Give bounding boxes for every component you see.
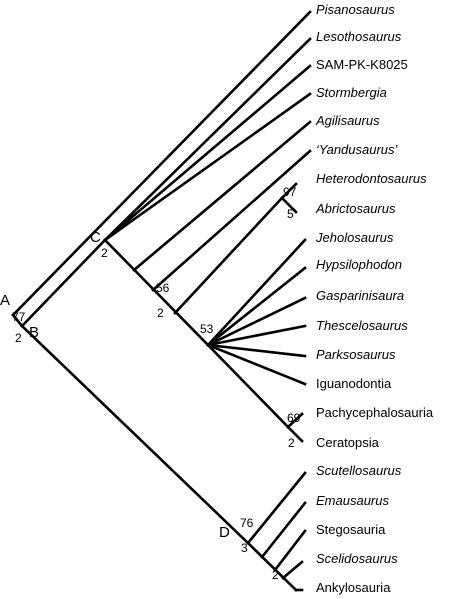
- support-value: 2: [101, 246, 108, 260]
- taxon-label: Iguanodontia: [316, 376, 392, 391]
- taxon-label: Pisanosaurus: [316, 2, 395, 17]
- taxon-label: Stegosauria: [316, 522, 386, 537]
- tree-branch: [206, 238, 307, 347]
- support-value: 3: [241, 541, 248, 555]
- tree-branch: [260, 501, 307, 559]
- taxon-label: Scutellosaurus: [316, 463, 402, 478]
- support-value: 76: [240, 516, 254, 530]
- taxon-label: Stormbergia: [316, 85, 387, 100]
- taxon-label: Parksosaurus: [316, 347, 396, 362]
- tree-branch: [281, 560, 304, 580]
- tree-branch: [103, 37, 312, 242]
- tree-branch: [273, 529, 307, 572]
- taxon-label: Emausaurus: [316, 493, 389, 508]
- taxon-label: Agilisaurus: [315, 113, 380, 128]
- taxon-label: Ankylosauria: [316, 580, 391, 595]
- taxon-label: Heterodontosaurus: [316, 171, 427, 186]
- tree-branch: [286, 425, 304, 443]
- tree-branch: [20, 238, 107, 328]
- tree-branches: [11, 10, 312, 592]
- tree-branch: [206, 324, 307, 347]
- tree-branch: [280, 182, 298, 200]
- taxon-label: Pachycephalosauria: [316, 405, 434, 420]
- support-value: 53: [200, 322, 214, 336]
- taxon-label: Hypsilophodon: [316, 257, 402, 272]
- tree-branch: [173, 196, 284, 315]
- taxon-label: Scelidosaurus: [316, 551, 398, 566]
- support-value: 77: [12, 310, 26, 324]
- tree-branch: [206, 343, 307, 358]
- support-value: 2: [157, 306, 164, 320]
- tree-branch: [280, 196, 298, 214]
- tree-branch: [206, 296, 307, 347]
- tree-branch: [11, 313, 24, 328]
- tree-branch: [206, 343, 307, 386]
- node-label-d: D: [219, 524, 230, 541]
- tree-branch: [246, 471, 307, 545]
- tree-branch: [103, 92, 312, 242]
- node-label-b: B: [29, 324, 39, 341]
- taxon-label: Gasparinisaura: [316, 288, 404, 303]
- support-value: 97: [283, 185, 297, 199]
- support-value: 2: [288, 436, 295, 450]
- tree-branch: [132, 120, 312, 272]
- tree-branch: [286, 412, 304, 429]
- support-value: 2: [15, 331, 22, 345]
- taxon-label: Ceratopsia: [316, 435, 380, 450]
- node-letters: A B C D: [0, 229, 230, 541]
- support-values: 77 2 2 56 2 53 97 5 69 2 76 3 2: [12, 185, 301, 582]
- taxon-label: ‘Yandusaurus’: [316, 142, 399, 157]
- support-value: 2: [272, 568, 279, 582]
- tree-branch: [20, 324, 250, 545]
- taxon-label: Thescelosaurus: [316, 318, 408, 333]
- taxon-label: Jeholosaurus: [315, 230, 394, 245]
- support-value: 5: [287, 207, 294, 221]
- tree-branch: [151, 149, 312, 292]
- tree-branch: [103, 238, 210, 347]
- node-label-c: C: [90, 229, 101, 246]
- tree-branch: [11, 10, 312, 317]
- taxon-label: Abrictosaurus: [315, 201, 396, 216]
- node-label-a: A: [0, 292, 10, 309]
- tree-branch: [206, 266, 307, 347]
- support-value: 56: [156, 281, 170, 295]
- tree-branch: [206, 343, 290, 429]
- support-value: 69: [287, 411, 301, 425]
- taxon-label: Lesothosaurus: [316, 29, 402, 44]
- taxon-labels: Pisanosaurus Lesothosaurus SAM-PK-K8025 …: [315, 2, 434, 595]
- tree-branch: [103, 64, 312, 242]
- taxon-label: SAM-PK-K8025: [316, 57, 408, 72]
- tree-branch: [246, 541, 298, 592]
